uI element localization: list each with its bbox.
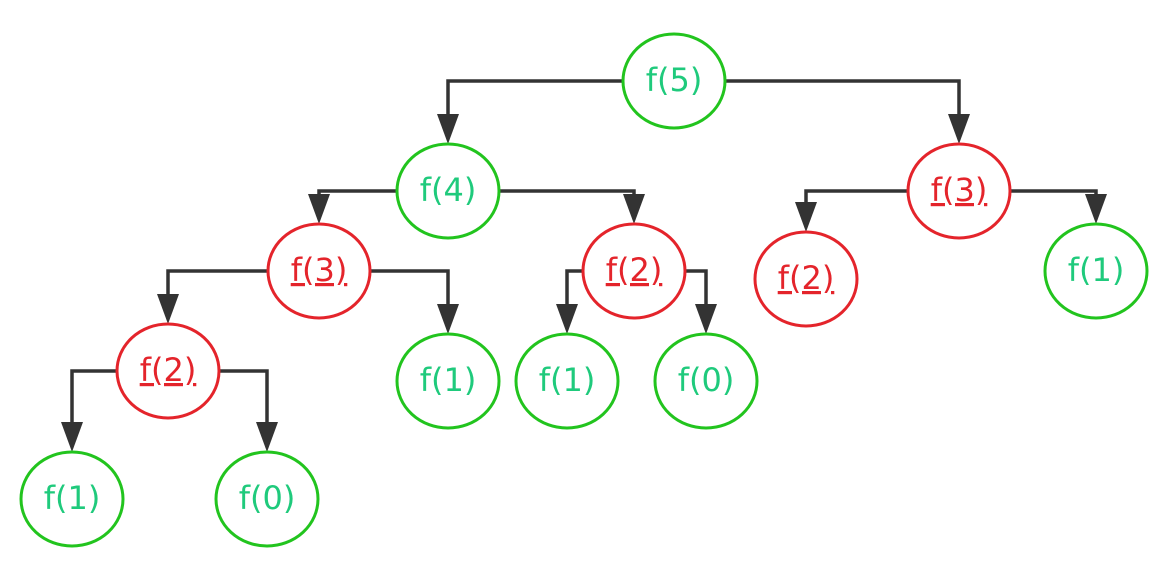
edge-connector <box>446 79 623 116</box>
duplicate-node-circle <box>581 222 687 320</box>
edge-n2m-to-n1b <box>556 269 583 334</box>
tree-node-n3r: f(3) <box>906 142 1012 240</box>
edge-n3r-to-n2r <box>795 189 908 232</box>
node-label: f(2) <box>140 351 197 389</box>
arrowhead-icon <box>437 114 459 144</box>
edge-n3r-to-n1r <box>1010 189 1107 224</box>
duplicate-node-circle <box>115 322 221 420</box>
computed-node-circle <box>395 332 501 430</box>
edge-n2l-to-n1c <box>61 369 117 452</box>
tree-node-n0c: f(0) <box>214 450 320 548</box>
tree-node-n5: f(5) <box>621 32 727 130</box>
arrowhead-icon <box>1085 194 1107 224</box>
edge-connector <box>219 369 269 424</box>
tree-node-n1c: f(1) <box>19 450 125 548</box>
edge-n2m-to-n0b <box>685 269 717 334</box>
node-label: f(2) <box>778 259 835 297</box>
edge-connector <box>685 269 708 306</box>
node-label: f(1) <box>539 361 596 399</box>
nodes-layer: f(5) f(4) f(3) f(3) f(2) f(2) f(1) f(2) f(1) f(1)… <box>19 32 1149 548</box>
computed-node-circle <box>395 142 501 240</box>
arrowhead-icon <box>437 304 459 334</box>
tree-node-n1r: f(1) <box>1043 222 1149 320</box>
node-label: f(4) <box>420 171 477 209</box>
computed-node-circle <box>1043 222 1149 320</box>
tree-node-n2r: f(2) <box>753 230 859 328</box>
edge-connector <box>1010 189 1098 196</box>
edge-n2l-to-n0c <box>219 369 278 452</box>
edge-n5-to-n4 <box>437 79 623 144</box>
node-label: f(3) <box>291 251 348 289</box>
edge-n3l-to-n2l <box>157 269 268 324</box>
tree-node-n4: f(4) <box>395 142 501 240</box>
computed-node-circle <box>653 332 759 430</box>
computed-node-circle <box>621 32 727 130</box>
node-label: f(1) <box>1068 251 1125 289</box>
node-label: f(0) <box>239 479 296 517</box>
edge-connector <box>804 189 908 204</box>
node-label: f(1) <box>420 361 477 399</box>
node-label: f(1) <box>44 479 101 517</box>
edge-n4-to-n2m <box>499 189 645 224</box>
computed-node-circle <box>514 332 620 430</box>
tree-node-n3l: f(3) <box>266 222 372 320</box>
edge-connector <box>725 79 961 116</box>
edge-n5-to-n3r <box>725 79 970 144</box>
tree-node-n1a: f(1) <box>395 332 501 430</box>
edge-n3l-to-n1a <box>370 269 459 334</box>
arrowhead-icon <box>61 422 83 452</box>
arrowhead-icon <box>948 114 970 144</box>
arrowhead-icon <box>795 202 817 232</box>
edge-connector <box>166 269 268 296</box>
node-label: f(3) <box>931 171 988 209</box>
edges-layer <box>61 79 1107 452</box>
edge-n4-to-n3l <box>308 189 397 224</box>
arrowhead-icon <box>623 194 645 224</box>
node-label: f(5) <box>646 61 703 99</box>
edge-connector <box>499 189 636 196</box>
arrowhead-icon <box>157 294 179 324</box>
arrowhead-icon <box>556 304 578 334</box>
duplicate-node-circle <box>906 142 1012 240</box>
tree-node-n2m: f(2) <box>581 222 687 320</box>
node-label: f(2) <box>606 251 663 289</box>
arrowhead-icon <box>308 194 330 224</box>
edge-connector <box>565 269 583 306</box>
arrowhead-icon <box>256 422 278 452</box>
edge-connector <box>317 189 397 196</box>
node-label: f(0) <box>678 361 735 399</box>
tree-node-n2l: f(2) <box>115 322 221 420</box>
edge-connector <box>70 369 117 424</box>
arrowhead-icon <box>695 304 717 334</box>
duplicate-node-circle <box>753 230 859 328</box>
computed-node-circle <box>214 450 320 548</box>
tree-node-n0b: f(0) <box>653 332 759 430</box>
duplicate-node-circle <box>266 222 372 320</box>
tree-node-n1b: f(1) <box>514 332 620 430</box>
edge-connector <box>370 269 450 306</box>
computed-node-circle <box>19 450 125 548</box>
